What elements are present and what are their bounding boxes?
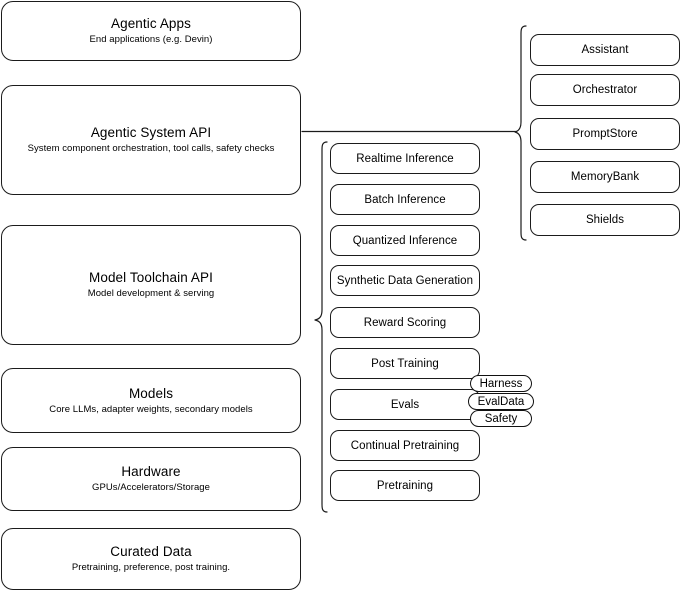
layer-subtitle: End applications (e.g. Devin): [89, 34, 213, 45]
toolchain-component-continual-pretraining[interactable]: Continual Pretraining: [330, 430, 480, 461]
agentic-component-memorybank[interactable]: MemoryBank: [530, 161, 680, 193]
agentic-system-connector-line: [301, 130, 517, 133]
layer-title: Curated Data: [110, 544, 192, 559]
evals-tag-safety[interactable]: Safety: [470, 410, 532, 427]
toolchain-component-evals[interactable]: Evals: [330, 389, 480, 420]
agentic-component-orchestrator[interactable]: Orchestrator: [530, 74, 680, 106]
toolchain-component-post-training[interactable]: Post Training: [330, 348, 480, 379]
agentic-component-promptstore[interactable]: PromptStore: [530, 118, 680, 150]
layer-subtitle: System component orchestration, tool cal…: [27, 143, 275, 154]
agentic-component-assistant[interactable]: Assistant: [530, 34, 680, 66]
layer-subtitle: Pretraining, preference, post training.: [71, 562, 231, 573]
layer-title: Agentic System API: [90, 125, 212, 140]
stack-layer-hardware[interactable]: Hardware GPUs/Accelerators/Storage: [1, 447, 301, 511]
layer-subtitle: Model development & serving: [87, 288, 215, 299]
layer-title: Models: [128, 385, 174, 401]
layer-title: Hardware: [121, 464, 181, 479]
evals-tag-harness[interactable]: Harness: [470, 375, 532, 392]
toolchain-component-realtime-inference[interactable]: Realtime Inference: [330, 143, 480, 174]
layer-subtitle: Core LLMs, adapter weights, secondary mo…: [49, 403, 253, 415]
toolchain-component-quantized-inference[interactable]: Quantized Inference: [330, 225, 480, 256]
stack-layer-models[interactable]: Models Core LLMs, adapter weights, secon…: [1, 368, 301, 433]
layer-title: Model Toolchain API: [89, 270, 213, 285]
toolchain-component-batch-inference[interactable]: Batch Inference: [330, 184, 480, 215]
agentic-system-brace: [514, 25, 527, 241]
stack-layer-agentic-system-api[interactable]: Agentic System API System component orch…: [1, 85, 301, 195]
stack-layer-curated-data[interactable]: Curated Data Pretraining, preference, po…: [1, 528, 301, 590]
stack-layer-agentic-apps[interactable]: Agentic Apps End applications (e.g. Devi…: [1, 1, 301, 61]
toolchain-component-reward-scoring[interactable]: Reward Scoring: [330, 307, 480, 338]
layer-title: Agentic Apps: [110, 16, 191, 31]
toolchain-component-synthetic-data-generation[interactable]: Synthetic Data Generation: [330, 265, 480, 296]
stack-layer-model-toolchain-api[interactable]: Model Toolchain API Model development & …: [1, 225, 301, 345]
agentic-component-shields[interactable]: Shields: [530, 204, 680, 236]
model-toolchain-brace: [314, 141, 328, 513]
layer-subtitle: GPUs/Accelerators/Storage: [92, 482, 210, 493]
evals-tag-evaldata[interactable]: EvalData: [468, 393, 534, 410]
toolchain-component-pretraining[interactable]: Pretraining: [330, 470, 480, 501]
